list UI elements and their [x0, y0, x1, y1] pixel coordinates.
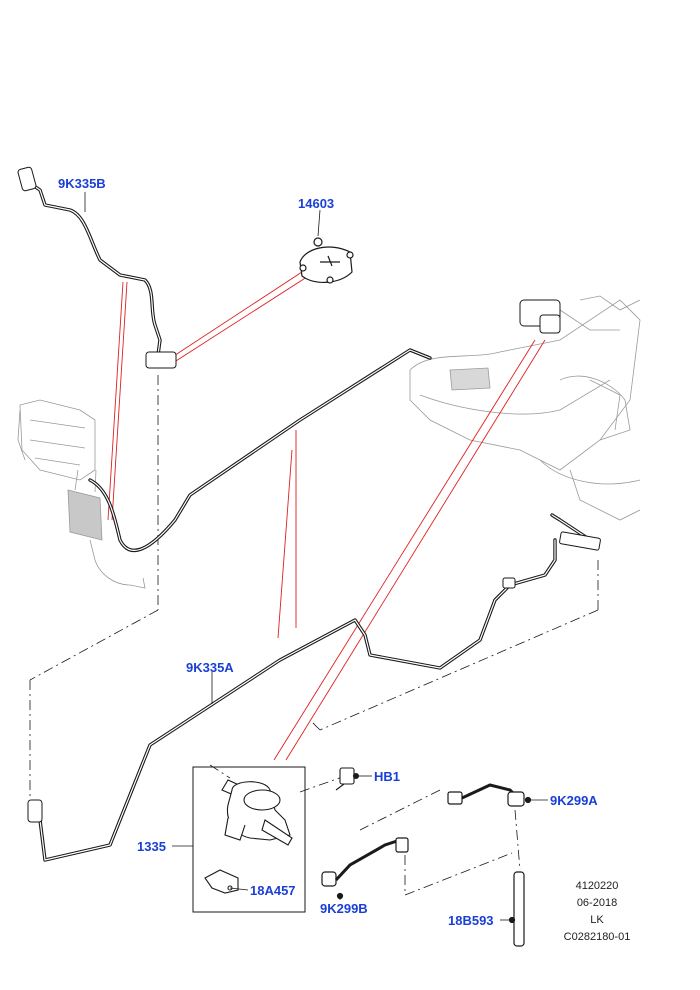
callout-18a457[interactable]: 18A457 [250, 883, 296, 898]
detail-frame [192, 766, 306, 913]
callout-14603[interactable]: 14603 [298, 196, 335, 211]
drawing-initials: LK [590, 914, 604, 926]
background-structure [17, 295, 641, 589]
valve-1335[interactable] [221, 779, 293, 846]
drawing-date: 06-2018 [576, 897, 618, 909]
callout-9k299b[interactable]: 9K299B [320, 901, 368, 916]
callout-hb1[interactable]: HB1 [374, 769, 401, 784]
clip-18a457[interactable] [204, 869, 239, 894]
drawing-number: 4120220 [575, 880, 619, 892]
bracket-14603[interactable] [299, 237, 354, 284]
rod-18b593[interactable] [508, 871, 525, 947]
hose-9k299b[interactable] [321, 837, 409, 900]
callout-1335[interactable]: 1335 [137, 839, 166, 854]
pipes-inner [24, 179, 599, 861]
callout-9k335b[interactable]: 9K335B [58, 176, 106, 191]
pipes [23, 178, 600, 862]
callout-18b593[interactable]: 18B593 [448, 913, 494, 928]
leader-lines [107, 269, 546, 761]
bolt-hb1[interactable] [335, 767, 360, 791]
fittings [17, 166, 601, 823]
callout-leaders [84, 192, 548, 921]
callout-9k299a[interactable]: 9K299A [550, 793, 598, 808]
callout-9k335a[interactable]: 9K335A [186, 660, 234, 675]
drawing-id: C0282180-01 [563, 931, 631, 943]
hose-9k299a[interactable] [447, 783, 532, 807]
construction-lines [29, 375, 599, 896]
